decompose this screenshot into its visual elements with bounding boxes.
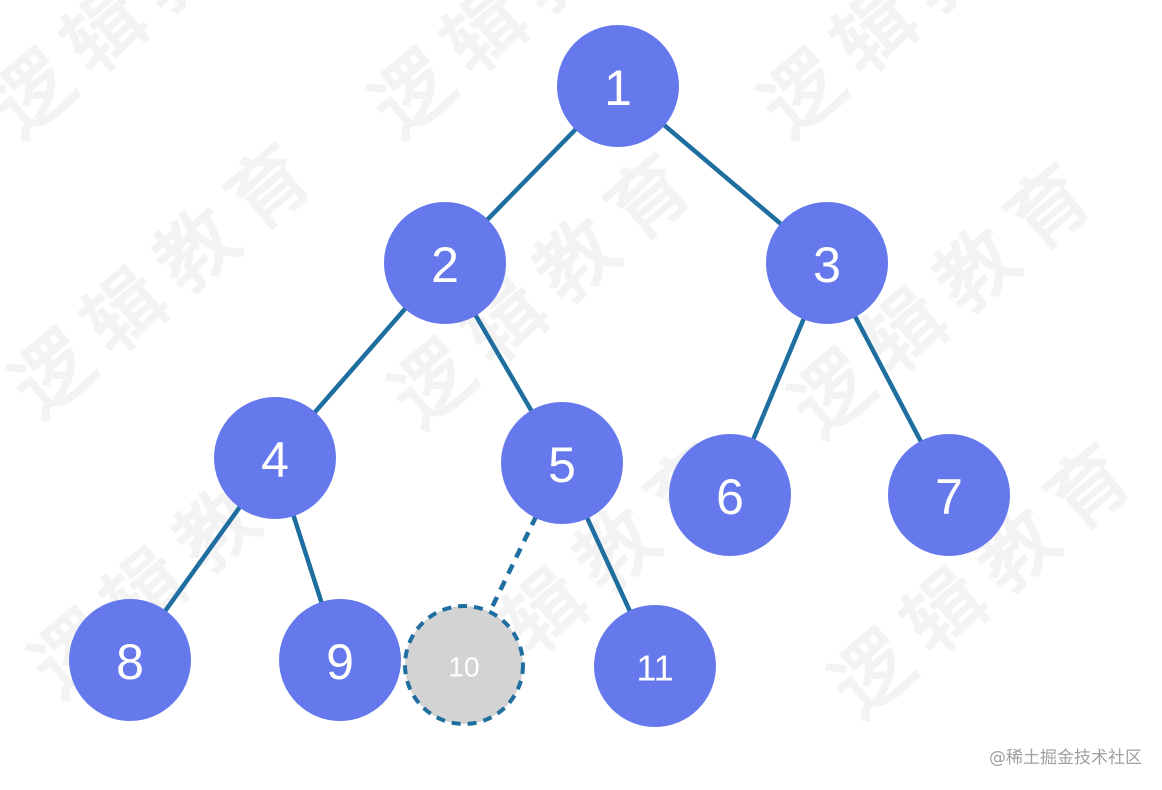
tree-node-3: 3: [766, 202, 888, 324]
tree-node-6: 6: [669, 434, 791, 556]
tree-node-10: 10: [403, 604, 525, 726]
node-circle: [384, 202, 506, 324]
node-label: 7: [935, 469, 963, 525]
node-circle: [501, 402, 623, 524]
edge-1-2: [484, 126, 579, 223]
edge-4-8: [162, 504, 243, 614]
edge-1-3: [661, 122, 784, 227]
pending-node-circle: [403, 604, 525, 726]
node-circle: [594, 605, 716, 727]
tree-node-5: 5: [501, 402, 623, 524]
edge-2-5: [472, 312, 535, 414]
node-label: 10: [448, 652, 479, 683]
edge-3-7: [852, 314, 924, 444]
edge-4-9: [290, 513, 325, 605]
node-circle: [766, 202, 888, 324]
node-label: 11: [636, 648, 673, 689]
node-circle: [557, 25, 679, 147]
edge-5-11: [584, 515, 633, 614]
node-label: 3: [813, 237, 841, 293]
edge-3-6: [750, 316, 807, 442]
node-circle: [888, 434, 1010, 556]
node-circle: [69, 599, 191, 721]
tree-node-9: 9: [279, 599, 401, 721]
edge-2-4: [312, 305, 408, 416]
node-label: 9: [326, 634, 354, 690]
node-layer: 1 2 3 4 5 6 7 8 9 10 11: [69, 25, 1010, 727]
credit-watermark: @稀土掘金技术社区: [989, 748, 1142, 768]
tree-node-1: 1: [557, 25, 679, 147]
tree-node-8: 8: [69, 599, 191, 721]
node-label: 8: [116, 634, 144, 690]
node-circle: [279, 599, 401, 721]
tree-node-7: 7: [888, 434, 1010, 556]
tree-node-2: 2: [384, 202, 506, 324]
node-label: 6: [716, 469, 744, 525]
node-circle: [214, 397, 336, 519]
tree-node-11: 11: [594, 605, 716, 727]
node-circle: [669, 434, 791, 556]
node-label: 4: [261, 432, 289, 488]
node-label: 2: [431, 237, 459, 293]
node-label: 1: [604, 60, 632, 116]
node-label: 5: [548, 437, 576, 493]
edge-layer: [162, 122, 924, 614]
tree-node-4: 4: [214, 397, 336, 519]
